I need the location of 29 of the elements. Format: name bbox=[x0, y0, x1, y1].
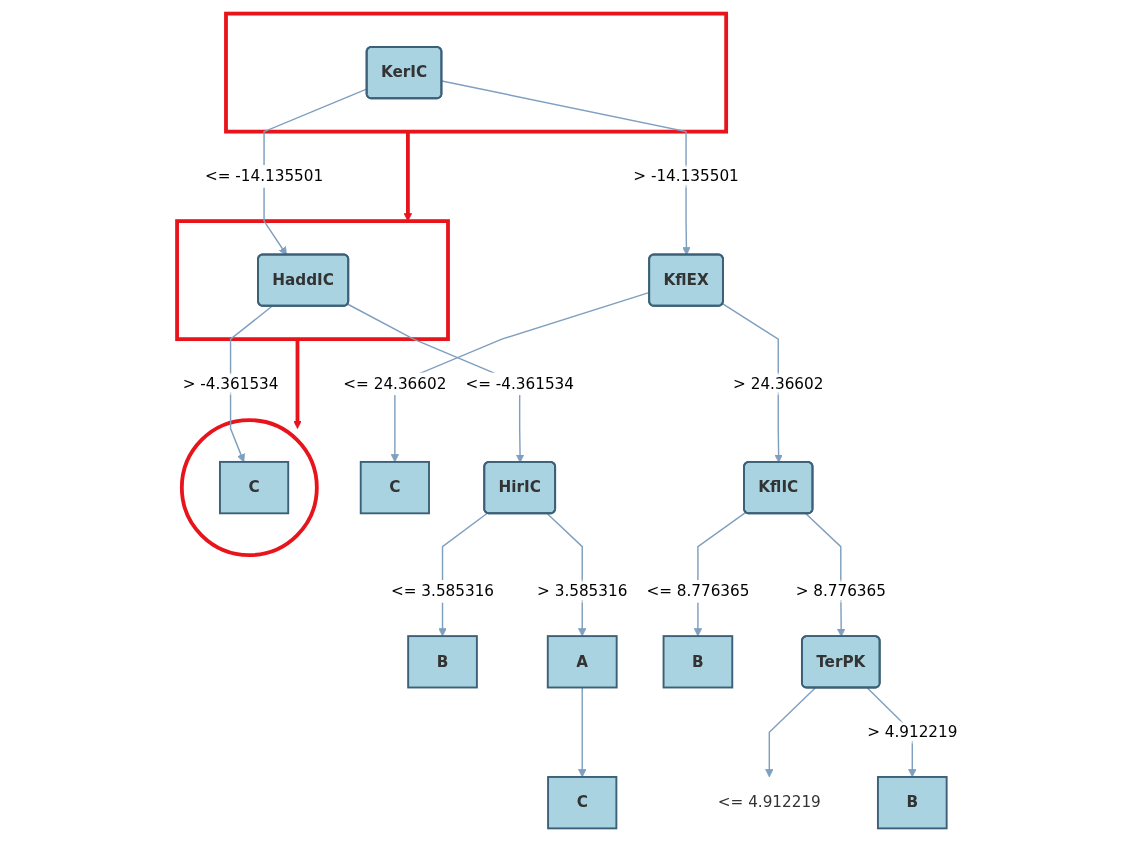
edge-label: <= 24.36602 bbox=[343, 373, 447, 392]
edge-label: > 24.36602 bbox=[733, 373, 824, 392]
edge-label: <= 8.776365 bbox=[646, 581, 750, 600]
arrow bbox=[765, 686, 816, 777]
node-box: A bbox=[546, 634, 618, 688]
cluster bbox=[179, 417, 319, 557]
node-box: C bbox=[547, 775, 618, 829]
node-box: B bbox=[407, 634, 478, 688]
node-box: C bbox=[218, 460, 290, 514]
edge-label: > -4.361534 bbox=[182, 373, 279, 392]
arrow bbox=[403, 131, 413, 221]
node-text: <= 4.912219 bbox=[717, 792, 821, 811]
arrow bbox=[293, 338, 302, 429]
arrow bbox=[722, 302, 783, 463]
edge-label: > 8.776365 bbox=[795, 581, 886, 600]
node-box: B bbox=[876, 775, 948, 829]
edge-label: > 3.585316 bbox=[537, 581, 628, 600]
cluster bbox=[175, 218, 450, 341]
node-box: B bbox=[662, 634, 734, 688]
arrow bbox=[229, 305, 273, 462]
edge-label: <= 3.585316 bbox=[390, 581, 495, 600]
cluster bbox=[224, 11, 729, 134]
edge-label: > -14.135501 bbox=[633, 166, 739, 185]
arrow bbox=[441, 79, 691, 255]
node-box: C bbox=[359, 460, 430, 514]
arrow bbox=[578, 686, 587, 777]
edge-label: > 4.912219 bbox=[867, 722, 958, 741]
edge-label: <= -14.135501 bbox=[204, 166, 324, 185]
edge-label: <= -4.361534 bbox=[465, 373, 574, 392]
